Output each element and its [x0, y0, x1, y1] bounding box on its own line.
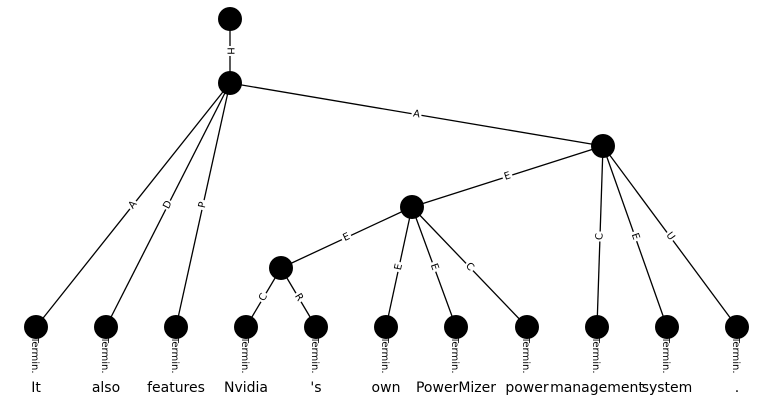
- terminal-label: Termin.: [520, 336, 531, 374]
- terminal-label: Termin.: [590, 336, 601, 374]
- edge-label-text: U: [663, 230, 676, 242]
- edge-label-3: P: [196, 198, 210, 212]
- edge-label-text: E: [503, 170, 512, 182]
- terminal-node: [304, 315, 328, 339]
- edge-labels-layer: H A D P A E C E U E E E C C R: [125, 46, 678, 305]
- edge-label-text: P: [197, 201, 209, 209]
- edge-label-4: A: [410, 107, 423, 122]
- edge-label-12: C: [461, 259, 478, 275]
- node-root: [218, 7, 242, 31]
- edge-label-5: E: [500, 169, 515, 184]
- word-token: It: [31, 380, 41, 396]
- edge-label-text: H: [225, 47, 236, 55]
- word-token: power: [505, 380, 549, 396]
- terminal-label: Termin.: [449, 336, 460, 374]
- words-layer: It also features Nvidia 's own PowerMizer power…: [31, 380, 739, 396]
- edge-label-6: C: [593, 231, 607, 242]
- word-token: system: [642, 380, 693, 396]
- terminal-node: [515, 315, 539, 339]
- edge-label-2: D: [160, 197, 176, 213]
- edges-layer: [35, 19, 738, 328]
- edge-label-7: E: [627, 229, 643, 244]
- node-n4: [269, 256, 293, 280]
- word-token: management: [550, 380, 644, 396]
- edge-label-10: E: [392, 260, 406, 274]
- edge-label-text: C: [594, 233, 605, 240]
- edge-label-0: H: [224, 46, 236, 56]
- terminal-node: [444, 315, 468, 339]
- edge-label-text: E: [629, 232, 641, 242]
- node-n1: [218, 71, 242, 95]
- edge-label-9: E: [339, 229, 354, 246]
- word-token: 's: [310, 380, 321, 396]
- terminal-node: [234, 315, 258, 339]
- terminal-node: [94, 315, 118, 339]
- terminal-label: Termin.: [660, 336, 671, 374]
- word-token: also: [92, 380, 120, 396]
- word-token: own: [372, 380, 401, 396]
- edge-label-1: A: [125, 197, 141, 213]
- word-token: features: [147, 380, 205, 396]
- word-token: Nvidia: [224, 380, 268, 396]
- terminal-label: Termin.: [99, 336, 110, 374]
- nodes-layer: [24, 7, 749, 339]
- terminal-node: [24, 315, 48, 339]
- terminal-label: Termin.: [309, 336, 320, 374]
- edge-label-text: E: [393, 263, 405, 272]
- terminal-label: Termin.: [239, 336, 250, 374]
- word-token: .: [735, 380, 739, 396]
- edge-label-text: R: [292, 292, 305, 304]
- word-token: PowerMizer: [416, 380, 496, 396]
- terminal-label: Termin.: [730, 336, 741, 374]
- terminal-node: [585, 315, 609, 339]
- node-n2: [591, 134, 615, 158]
- edge-label-text: E: [341, 231, 351, 244]
- edge-label-14: R: [290, 290, 307, 305]
- terminal-node: [164, 315, 188, 339]
- terminal-labels-layer: Termin. Termin. Termin. Termin. Termin. Termi…: [29, 336, 741, 374]
- edge-label-text: A: [412, 109, 421, 121]
- terminal-node: [374, 315, 398, 339]
- edge-label-8: U: [662, 228, 678, 245]
- edge-label-11: E: [426, 260, 442, 274]
- node-n3: [400, 195, 424, 219]
- terminal-label: Termin.: [379, 336, 390, 374]
- terminal-label: Termin.: [29, 336, 40, 374]
- terminal-label: Termin.: [169, 336, 180, 374]
- edge-label-text: E: [428, 262, 441, 272]
- edge-label-13: C: [255, 290, 272, 305]
- terminal-node: [655, 315, 679, 339]
- terminal-node: [725, 315, 749, 339]
- edge-label-text: C: [257, 292, 270, 304]
